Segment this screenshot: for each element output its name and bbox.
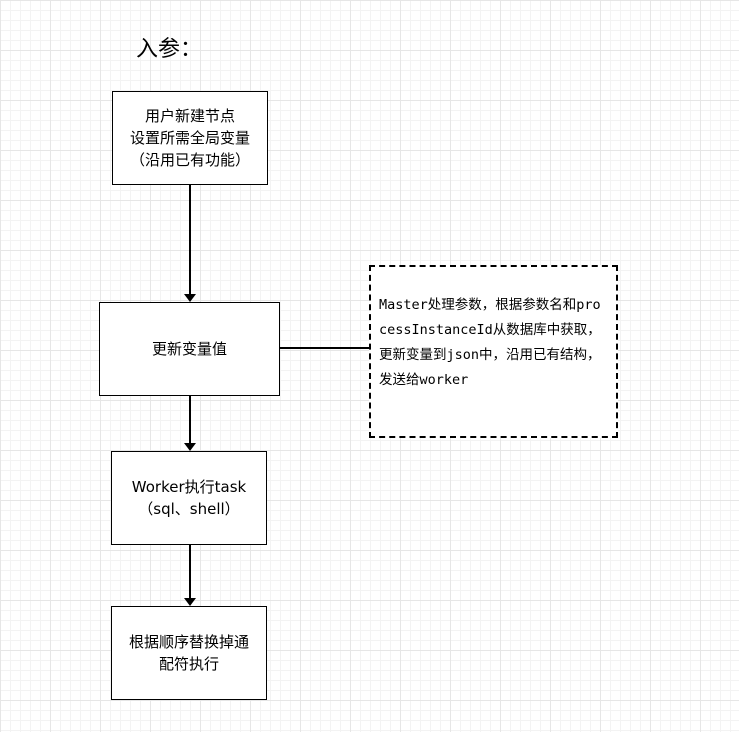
- arrowhead-step3: [184, 443, 196, 451]
- step-update-variable: 更新变量值: [99, 302, 280, 396]
- step-create-node: 用户新建节点 设置所需全局变量 （沿用已有功能）: [112, 91, 268, 185]
- step-worker-execute-label: Worker执行task （sql、shell）: [131, 478, 247, 518]
- arrowhead-step4: [184, 598, 196, 606]
- step-create-node-label: 用户新建节点 设置所需全局变量 （沿用已有功能）: [129, 107, 250, 169]
- master-processing-note: Master处理参数，根据参数名和processInstanceId从数据库中获…: [369, 265, 618, 438]
- step-replace-wildcards: 根据顺序替换掉通 配符执行: [111, 606, 267, 700]
- step-worker-execute: Worker执行task （sql、shell）: [111, 451, 267, 545]
- step-update-variable-label: 更新变量值: [151, 340, 227, 358]
- arrowhead-step2: [184, 294, 196, 302]
- step-replace-wildcards-label: 根据顺序替换掉通 配符执行: [128, 633, 249, 673]
- heading-input-params: 入参：: [136, 37, 203, 62]
- master-processing-note-text: Master处理参数，根据参数名和processInstanceId从数据库中获…: [379, 297, 601, 388]
